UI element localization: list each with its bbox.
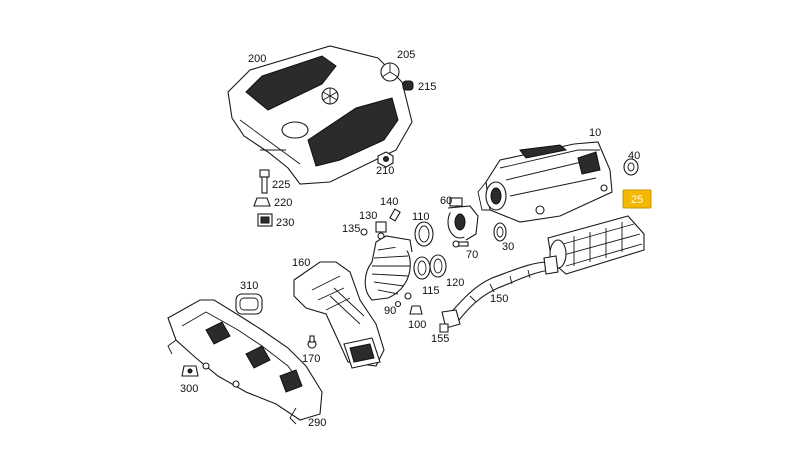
clip-100[interactable] [409,305,423,315]
clamp-115[interactable] [413,256,431,280]
label-205: 205 [397,49,415,61]
label-160: 160 [292,257,310,269]
bracket-230[interactable] [257,213,273,227]
label-70: 70 [466,249,478,261]
label-100: 100 [408,319,426,331]
label-60: 60 [440,195,452,207]
air-mass-sensor-60[interactable] [447,197,479,241]
emblem-205[interactable] [380,62,400,82]
label-10: 10 [589,127,601,139]
label-120: 120 [446,277,464,289]
label-225: 225 [272,179,290,191]
label-300: 300 [180,383,198,395]
intake-duct-160[interactable] [293,261,385,369]
label-170: 170 [302,353,320,365]
screw-135[interactable] [360,228,368,236]
screw-140[interactable] [389,208,401,222]
label-310: 310 [240,280,258,292]
label-90: 90 [384,305,396,317]
gasket-310[interactable] [235,293,263,315]
diagram-panel [120,0,680,450]
clip-300[interactable] [181,365,199,377]
engine-cover-200[interactable] [227,45,413,185]
intake-channel-290[interactable] [167,299,323,425]
air-hose-90[interactable] [364,235,413,308]
label-40: 40 [628,150,640,162]
nut-210[interactable] [377,151,394,168]
breather-hose-150[interactable] [445,255,559,325]
label-150: 150 [490,293,508,305]
clamp-110[interactable] [414,221,434,247]
label-200: 200 [248,53,266,65]
highlighted-item-25[interactable]: 25 [622,189,652,209]
bolt-70[interactable] [452,240,469,248]
clip-170[interactable] [307,335,317,349]
label-115: 115 [422,285,440,297]
seal-120[interactable] [429,254,447,278]
label-210: 210 [376,165,394,177]
seal-30[interactable] [493,222,507,242]
label-110: 110 [412,211,430,223]
cap-40[interactable] [623,158,639,176]
air-filter-housing-10[interactable] [477,141,613,223]
label-135: 135 [342,223,360,235]
grommet-215[interactable] [402,80,414,91]
label-220: 220 [274,197,292,209]
filter-element[interactable] [547,215,645,275]
label-25: 25 [631,194,643,206]
label-140: 140 [380,196,398,208]
label-155: 155 [431,333,449,345]
stud-225[interactable] [259,169,270,194]
connector-155[interactable] [439,309,461,333]
label-290: 290 [308,417,326,429]
label-215: 215 [418,81,436,93]
label-130: 130 [359,210,377,222]
label-230: 230 [276,217,294,229]
clip-220[interactable] [253,197,271,207]
label-30: 30 [502,241,514,253]
